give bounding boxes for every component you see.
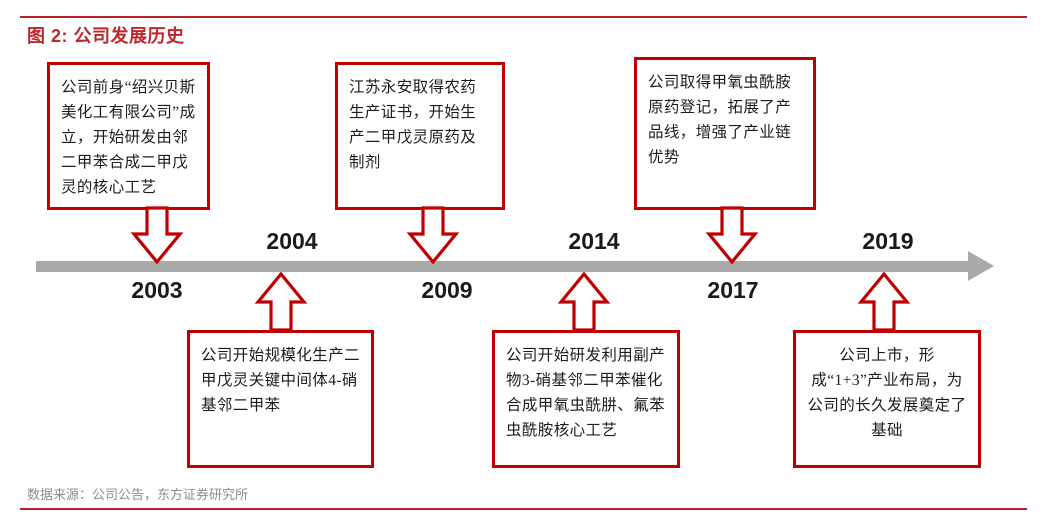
figure-title: 图 2: 公司发展历史: [27, 26, 185, 46]
figure-bottom-rule: [20, 508, 1027, 510]
year-label-2003: 2003: [131, 277, 183, 303]
year-label-2017: 2017: [707, 277, 759, 303]
timeline-axis-bar: [36, 261, 972, 272]
figure-top-rule: [20, 16, 1027, 18]
callout-2009: 江苏永安取得农药生产证书，开始生产二甲戊灵原药及制剂: [335, 62, 505, 210]
connector-arrow-2003: [128, 206, 186, 266]
callout-2004: 公司开始规模化生产二甲戊灵关键中间体4-硝基邻二甲苯: [187, 330, 374, 468]
year-label-2019: 2019: [862, 228, 914, 254]
year-label-2014: 2014: [568, 228, 620, 254]
year-label-2009: 2009: [421, 277, 473, 303]
figure-source-note: 数据来源：公司公告，东方证券研究所: [27, 487, 249, 502]
connector-arrow-2019: [855, 271, 913, 332]
timeline-arrowhead-icon: [968, 251, 994, 281]
connector-arrow-2004: [252, 271, 310, 332]
connector-arrow-2014: [555, 271, 613, 332]
callout-2017: 公司取得甲氧虫酰胺原药登记，拓展了产品线，增强了产业链优势: [634, 57, 816, 210]
callout-2003: 公司前身“绍兴贝斯美化工有限公司”成立，开始研发由邻二甲苯合成二甲戊灵的核心工艺: [47, 62, 210, 210]
callout-2019: 公司上市，形成“1+3”产业布局，为公司的长久发展奠定了基础: [793, 330, 981, 468]
year-label-2004: 2004: [266, 228, 318, 254]
callout-2014: 公司开始研发利用副产物3-硝基邻二甲苯催化合成甲氧虫酰肼、氟苯虫酰胺核心工艺: [492, 330, 680, 468]
connector-arrow-2017: [703, 206, 761, 266]
connector-arrow-2009: [404, 206, 462, 266]
